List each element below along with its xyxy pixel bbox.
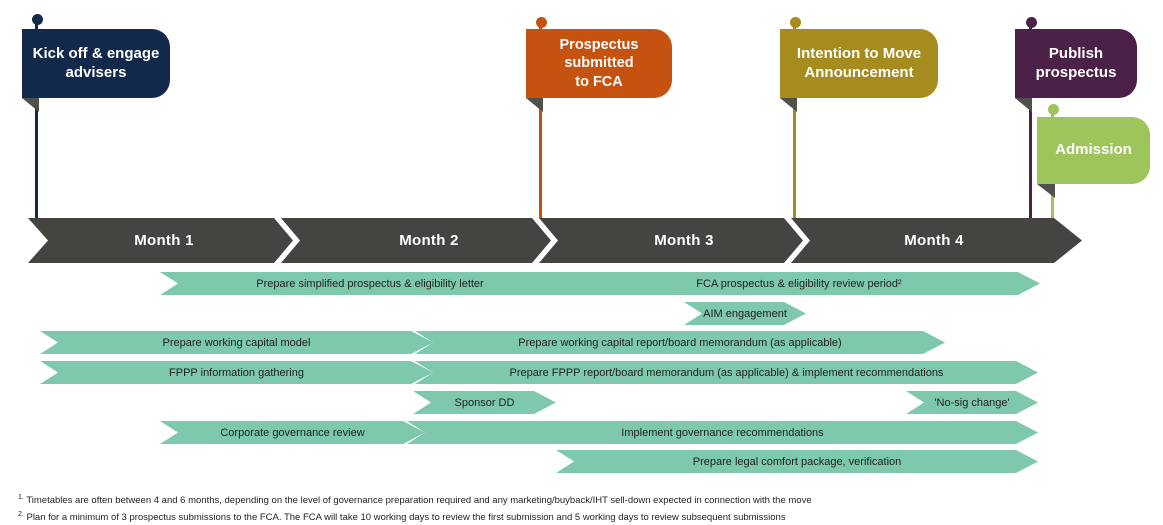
flag-knob-icon — [32, 14, 43, 25]
flag-pole — [793, 23, 796, 218]
flag-fold — [780, 98, 797, 112]
flag-pole — [1029, 23, 1032, 218]
task-bar-fppp-report: Prepare FPPP report/board memorandum (as… — [415, 361, 1038, 384]
footnote-2: 2. Plan for a minimum of 3 prospectus su… — [18, 508, 812, 525]
flag-fold — [1015, 98, 1032, 112]
flag-fold — [22, 98, 39, 112]
footnote-1-text: Timetables are often between 4 and 6 mon… — [26, 495, 812, 507]
flag-fold — [526, 98, 543, 112]
flag-knob-icon — [536, 17, 547, 28]
month-4-label: Month 4 — [904, 232, 964, 249]
task-bar-fca-review-period: FCA prospectus & eligibility review peri… — [558, 272, 1040, 295]
footnote-2-marker: 2. — [18, 510, 24, 518]
month-3-label: Month 3 — [654, 232, 714, 249]
task-bar-sponsor-dd: Sponsor DD — [413, 391, 556, 414]
task-bar-implement-governance-recommendations: Implement governance recommendations — [407, 421, 1038, 444]
task-bar-no-sig-change: 'No-sig change' — [906, 391, 1038, 414]
flag-knob-icon — [1048, 104, 1059, 115]
task-bar-corporate-governance-review: Corporate governance review — [160, 421, 425, 444]
month-2-label: Month 2 — [399, 232, 459, 249]
footnote-1-marker: 1. — [18, 494, 24, 501]
month-1-label: Month 1 — [134, 232, 194, 249]
milestone-label: Kick off & engage advisers — [22, 29, 170, 98]
flag-pole — [539, 23, 542, 218]
flag-pole — [35, 20, 38, 218]
footnotes: 1. Timetables are often between 4 and 6 … — [18, 491, 812, 524]
milestone-label: Admission — [1037, 117, 1150, 184]
footnote-2-text: Plan for a minimum of 3 prospectus submi… — [26, 511, 786, 523]
flag-knob-icon — [790, 17, 801, 28]
task-bar-legal-comfort-package: Prepare legal comfort package, verificat… — [556, 450, 1038, 473]
milestone-label: Intention to Move Announcement — [780, 29, 938, 98]
task-bar-aim-engagement: AIM engagement — [684, 302, 806, 325]
task-bar-fppp-information-gathering: FPPP information gathering — [40, 361, 433, 384]
milestone-label: Prospectus submitted to FCA — [526, 29, 672, 98]
flag-fold — [1037, 184, 1055, 198]
footnote-1: 1. Timetables are often between 4 and 6 … — [18, 491, 812, 508]
task-bar-working-capital-model: Prepare working capital model — [40, 331, 433, 354]
task-bar-working-capital-report: Prepare working capital report/board mem… — [415, 331, 945, 354]
flag-knob-icon — [1026, 17, 1037, 28]
milestone-label: Publish prospectus — [1015, 29, 1137, 98]
task-bar-prepare-simplified-prospectus: Prepare simplified prospectus & eligibil… — [160, 272, 580, 295]
